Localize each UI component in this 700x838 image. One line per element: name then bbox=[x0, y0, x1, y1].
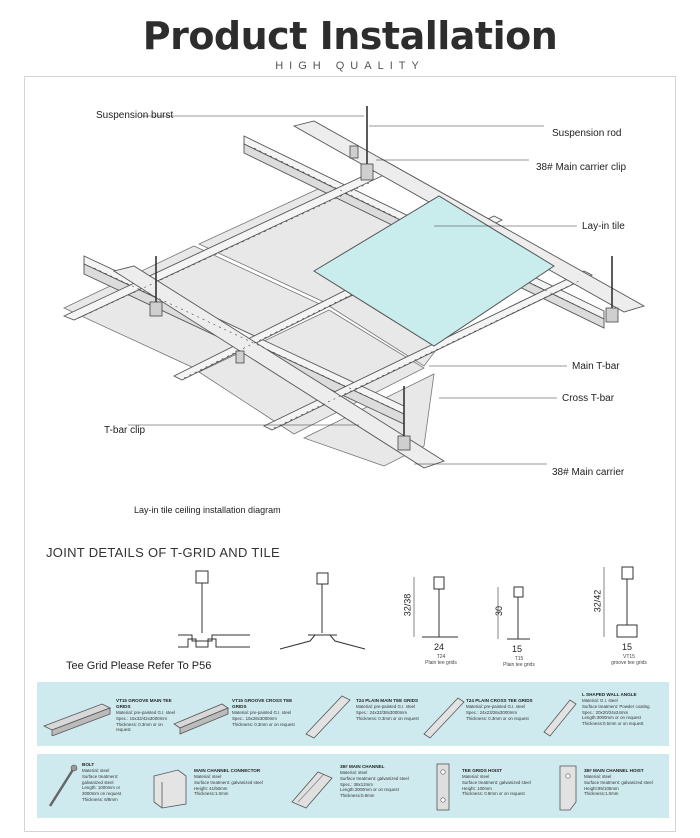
installation-diagram bbox=[62, 106, 646, 469]
t24-main-tee-image bbox=[305, 695, 351, 739]
vt15-main-tee-image bbox=[43, 703, 111, 736]
vt15-cross-tee-image bbox=[173, 703, 229, 735]
label-suspension-burst: Suspension burst bbox=[96, 110, 174, 121]
product-title: L SHAPED WALL ANGLE bbox=[582, 692, 637, 697]
product-desc: Material: pre-painted G.I. steel Spec.: … bbox=[466, 704, 529, 721]
product-desc: Material: steel Surface treatment: galva… bbox=[462, 774, 531, 797]
tee-grid-note: Tee Grid Please Refer To P56 bbox=[66, 660, 212, 672]
product-desc: Material: pre-painted G.I. steel Spec.: … bbox=[116, 710, 176, 733]
profile-t24-height: 32/38 bbox=[402, 593, 413, 617]
product-title: 38# MAIN CHANNEL HOIST bbox=[584, 768, 644, 773]
product-vt15-main: VT15 GROOVE MAIN TEE GRIDS Material: pre… bbox=[116, 698, 176, 733]
profile-vt15-height: 32/42 bbox=[592, 589, 603, 613]
channel-hoist-image bbox=[559, 765, 577, 811]
profile-t15-name: T15 bbox=[514, 656, 524, 662]
product-title: VT15 GROOVE CROSS TEE GRIDS bbox=[232, 698, 293, 709]
label-lay-in-tile: Lay-in tile bbox=[582, 221, 625, 232]
profile-t15-width: 15 bbox=[512, 644, 523, 654]
content-frame bbox=[24, 76, 676, 832]
product-desc: Material: steel Surface treatment: galva… bbox=[340, 770, 409, 799]
clips bbox=[149, 145, 619, 451]
connector-image bbox=[153, 769, 187, 809]
lay-in-tile bbox=[313, 195, 555, 347]
joint-details-title: JOINT DETAILS OF T-GRID AND TILE bbox=[46, 545, 281, 560]
product-main-channel-connector: MAIN CHANNEL CONNECTOR Material: steel S… bbox=[194, 768, 276, 797]
product-desc: Material: steel Surface treatment: galva… bbox=[194, 774, 263, 797]
product-title: BOLT bbox=[82, 762, 95, 767]
product-desc: Material: pre-painted G.I. steel Spec.: … bbox=[232, 710, 295, 727]
label-main-carrier-clip: 38# Main carrier clip bbox=[536, 162, 627, 173]
t24-cross-tee-image bbox=[423, 697, 465, 739]
product-main-channel: 38# MAIN CHANNEL Material: steel Surface… bbox=[340, 764, 422, 799]
profile-t24-name: T24 bbox=[436, 654, 446, 660]
label-suspension-rod: Suspension rod bbox=[552, 128, 622, 139]
product-t24-main: T24 PLAIN MAIN TEE GRIDS Material: pre-p… bbox=[356, 698, 420, 721]
profile-t24 bbox=[413, 576, 458, 638]
profile-t24-width: 24 bbox=[434, 642, 445, 652]
suspension-rods bbox=[155, 106, 613, 444]
joint-detail-2 bbox=[279, 572, 366, 650]
profile-vt15-name: VT15 bbox=[623, 654, 635, 660]
profile-t15 bbox=[497, 586, 530, 640]
profile-t24-desc: Plain tee grids bbox=[425, 660, 457, 666]
profile-vt15-desc: groove tee grids bbox=[611, 660, 647, 666]
product-desc: Material: G.I. steel Surface treatment: … bbox=[582, 698, 650, 727]
label-main-carrier: 38# Main carrier bbox=[552, 467, 625, 478]
profile-vt15-width: 15 bbox=[622, 642, 633, 652]
product-vt15-cross: VT15 GROOVE CROSS TEE GRIDS Material: pr… bbox=[232, 698, 304, 727]
joint-detail-1 bbox=[178, 570, 250, 648]
label-t-bar-clip: T-bar clip bbox=[104, 425, 146, 436]
product-title: MAIN CHANNEL CONNECTOR bbox=[194, 768, 261, 773]
product-title: VT15 GROOVE MAIN TEE GRIDS bbox=[116, 698, 172, 709]
product-tee-grids-hoist: TEE GRIDS HOIST Material: steel Surface … bbox=[462, 768, 546, 797]
profile-t15-desc: Plain tee grids bbox=[503, 662, 535, 668]
product-main-channel-hoist: 38# MAIN CHANNEL HOIST Material: steel S… bbox=[584, 768, 668, 797]
product-title: T24 PLAIN MAIN TEE GRIDS bbox=[356, 698, 419, 703]
product-t24-cross: T24 PLAIN CROSS TEE GRIDS Material: pre-… bbox=[466, 698, 536, 721]
profile-vt15 bbox=[603, 566, 638, 638]
profile-t15-height: 30 bbox=[494, 605, 505, 617]
page-title: Product Installation bbox=[142, 14, 558, 58]
product-title: T24 PLAIN CROSS TEE GRIDS bbox=[466, 698, 533, 703]
main-channel-image bbox=[291, 771, 333, 809]
bolt-image bbox=[48, 764, 78, 807]
product-title: 38# MAIN CHANNEL bbox=[340, 764, 385, 769]
label-main-t-bar: Main T-bar bbox=[572, 361, 620, 372]
product-desc: Material: steel Surface treatment: galva… bbox=[82, 768, 122, 802]
label-cross-t-bar: Cross T-bar bbox=[562, 393, 615, 404]
leader-lines bbox=[128, 115, 577, 465]
tee-hoist-image bbox=[436, 763, 450, 811]
product-wall-angle: L SHAPED WALL ANGLE Material: G.I. steel… bbox=[582, 692, 666, 727]
wall-angle-image bbox=[543, 699, 577, 737]
product-desc: Material: pre-painted G.I. steel Spec.: … bbox=[356, 704, 419, 721]
product-title: TEE GRIDS HOIST bbox=[462, 768, 503, 773]
page-subtitle: HIGH QUALITY bbox=[275, 60, 425, 72]
product-bolt: BOLT Material: steel Surface treatment: … bbox=[82, 762, 146, 803]
diagram-caption: Lay-in tile ceiling installation diagram bbox=[134, 505, 281, 515]
joint-drawings bbox=[178, 566, 638, 650]
product-desc: Material: steel Surface treatment: galva… bbox=[584, 774, 653, 797]
